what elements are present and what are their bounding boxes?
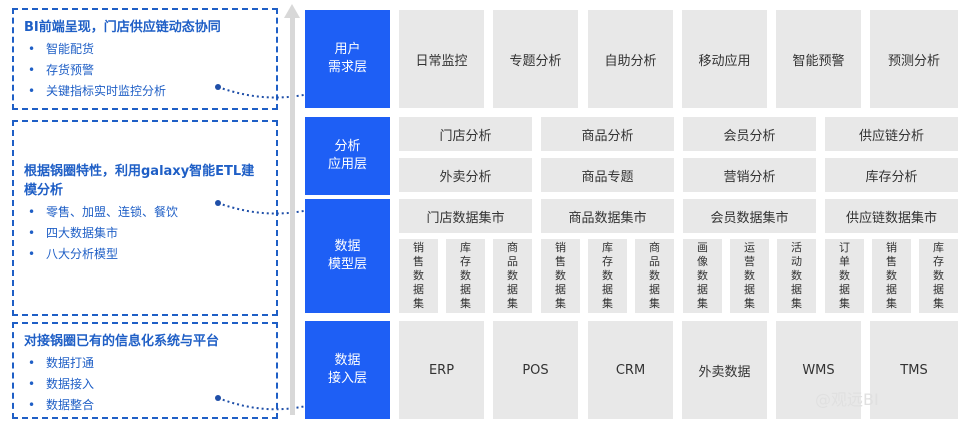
data-mart-cell: 门店数据集市 — [399, 199, 532, 233]
dataset-cell: 活动数据集 — [777, 239, 816, 313]
dataset-cell: 销售数据集 — [872, 239, 911, 313]
dataset-cell: 商品数据集 — [493, 239, 532, 313]
data-mart-cell: 供应链数据集市 — [825, 199, 958, 233]
note-item: 数据打通 — [24, 353, 266, 374]
analysis-cell: 商品分析 — [541, 117, 674, 151]
note-item: 八大分析模型 — [24, 244, 266, 265]
analysis-cell: 营销分析 — [683, 158, 816, 192]
analysis-cell: 门店分析 — [399, 117, 532, 151]
note-item: 数据接入 — [24, 374, 266, 395]
analysis-cell: 商品专题 — [541, 158, 674, 192]
layer-data-access: 数据 接入层 — [305, 321, 390, 419]
demand-cell: 专题分析 — [493, 10, 578, 108]
access-cell: WMS — [776, 321, 861, 419]
note-bi-frontend: BI前端呈现，门店供应链动态协同 智能配货 存货预警 关键指标实时监控分析 — [12, 8, 278, 110]
note-system-integration: 对接锅圈已有的信息化系统与平台 数据打通 数据接入 数据整合 — [12, 322, 278, 419]
note-item: 零售、加盟、连锁、餐饮 — [24, 202, 266, 223]
demand-cell: 预测分析 — [870, 10, 958, 108]
analysis-cell: 库存分析 — [825, 158, 958, 192]
dataset-cell: 商品数据集 — [635, 239, 674, 313]
connector-dot — [215, 84, 221, 90]
vertical-axis — [290, 18, 295, 415]
demand-cell: 智能预警 — [776, 10, 861, 108]
access-cell: ERP — [399, 321, 484, 419]
note-title: BI前端呈现，门店供应链动态协同 — [24, 20, 221, 35]
dataset-cell: 销售数据集 — [399, 239, 438, 313]
demand-cell: 移动应用 — [682, 10, 767, 108]
note-etl-modeling: 根据锅圈特性，利用galaxy智能ETL建模分析 零售、加盟、连锁、餐饮 四大数… — [12, 120, 278, 316]
connector-dot — [215, 395, 221, 401]
analysis-cell: 供应链分析 — [825, 117, 958, 151]
demand-cell: 日常监控 — [399, 10, 484, 108]
access-cell: CRM — [588, 321, 673, 419]
access-cell: POS — [493, 321, 578, 419]
dataset-cell: 销售数据集 — [541, 239, 580, 313]
note-title: 对接锅圈已有的信息化系统与平台 — [24, 334, 220, 349]
analysis-cell: 会员分析 — [683, 117, 816, 151]
up-arrow-icon — [284, 4, 300, 18]
layer-data-model: 数据 模型层 — [305, 199, 390, 313]
note-item: 智能配货 — [24, 39, 266, 60]
dataset-cell: 库存数据集 — [919, 239, 958, 313]
dataset-cell: 订单数据集 — [825, 239, 864, 313]
access-cell: TMS — [870, 321, 958, 419]
dataset-cell: 画像数据集 — [683, 239, 722, 313]
access-cell: 外卖数据 — [682, 321, 767, 419]
data-mart-cell: 会员数据集市 — [683, 199, 816, 233]
demand-cell: 自助分析 — [588, 10, 673, 108]
connector-dot — [215, 200, 221, 206]
dataset-cell: 库存数据集 — [588, 239, 627, 313]
note-item: 存货预警 — [24, 60, 266, 81]
note-title: 根据锅圈特性，利用galaxy智能ETL建模分析 — [24, 164, 255, 198]
layer-user-demand: 用户 需求层 — [305, 10, 390, 108]
analysis-cell: 外卖分析 — [399, 158, 532, 192]
note-item: 四大数据集市 — [24, 223, 266, 244]
dataset-cell: 运营数据集 — [730, 239, 769, 313]
watermark: @观远BI — [815, 390, 879, 409]
layer-analysis-application: 分析 应用层 — [305, 117, 390, 195]
data-mart-cell: 商品数据集市 — [541, 199, 674, 233]
note-item: 数据整合 — [24, 395, 266, 416]
dataset-cell: 库存数据集 — [446, 239, 485, 313]
note-item: 关键指标实时监控分析 — [24, 81, 266, 102]
